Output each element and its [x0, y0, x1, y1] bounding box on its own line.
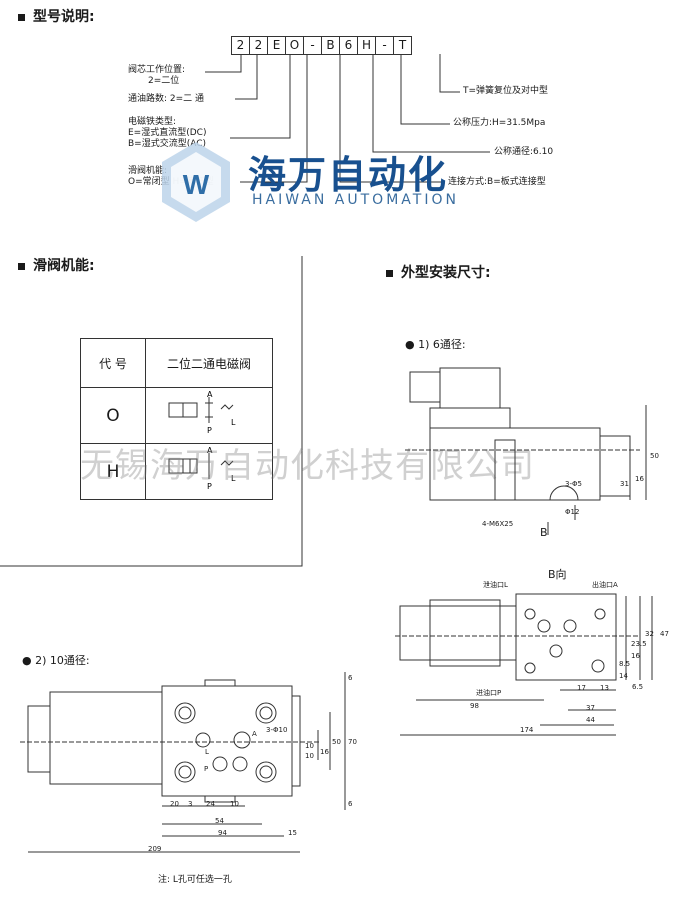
- dim10-d3: 3: [188, 800, 193, 808]
- square-bullet-icon: [18, 13, 25, 21]
- dim6-b-view: B向: [548, 568, 567, 581]
- dim6-d16: 16: [635, 475, 644, 483]
- label-spring: T=弹簧复位及对中型: [463, 86, 549, 96]
- dim6-b-dir: B: [540, 526, 548, 539]
- dim6-hole2: Φ12: [565, 508, 580, 516]
- section-title-dimensions-text: 外型安装尺寸:: [401, 265, 491, 281]
- table-cell-symbol-o: A P L: [145, 387, 273, 444]
- table-cell-symbol-h: A P L: [145, 443, 273, 500]
- dim10-title: ● 2) 10通径:: [22, 654, 90, 667]
- code-char: O: [285, 36, 304, 55]
- label-slide-function-values: O=常闭型 H=常开型: [128, 177, 214, 187]
- square-bullet-icon: [18, 262, 25, 270]
- port-l-text: L: [231, 418, 236, 427]
- dim10-d94: 94: [218, 829, 227, 837]
- dim10-d10a: 10: [305, 742, 314, 750]
- dim10-d209: 209: [148, 845, 162, 853]
- dim10-port-p: P: [204, 765, 209, 773]
- dim6-d47: 47: [660, 630, 669, 638]
- port-a-text: A: [207, 390, 213, 399]
- port-l-text: L: [231, 474, 236, 483]
- code-char: B: [321, 36, 340, 55]
- dim6-d235: 23.5: [631, 640, 647, 648]
- dim6-d14: 14: [619, 672, 628, 680]
- dim10-d10b: 10: [305, 752, 314, 760]
- watermark-brand-cn: 海万自动化: [248, 153, 449, 197]
- dim6-d16b: 16: [631, 652, 640, 660]
- table-cell-code-o: O: [80, 387, 146, 444]
- dim6-d44: 44: [586, 716, 595, 724]
- table-header-row: 代 号 二位二通电磁阀: [80, 338, 273, 388]
- dim6-d17: 17: [577, 684, 586, 692]
- dim6-d98: 98: [470, 702, 479, 710]
- dim6-d50: 50: [650, 452, 659, 460]
- label-solenoid-dc: E=湿式直流型(DC): [128, 128, 207, 138]
- code-char: 2: [231, 36, 250, 55]
- function-table: 代 号 二位二通电磁阀 O A P L H: [80, 338, 273, 500]
- section-title-dimensions: 外型安装尺寸:: [386, 262, 491, 282]
- dim10-d16: 16: [320, 748, 329, 756]
- dim10-port-l: L: [205, 748, 209, 756]
- section-title-function: 滑阀机能:: [18, 255, 95, 275]
- dim10-d20: 20: [170, 800, 179, 808]
- label-diameter: 公称通径:6.10: [494, 147, 554, 157]
- dim6-port-l: 泄油口L: [483, 581, 508, 589]
- port-p-text: P: [207, 426, 212, 435]
- label-connection: 连接方式:B=板式连接型: [448, 177, 546, 187]
- table-row: H A P L: [80, 443, 273, 500]
- code-char: 6: [339, 36, 358, 55]
- watermark-brand-en: HAIWAN AUTOMATION: [252, 192, 459, 208]
- label-pressure: 公称压力:H=31.5Mpa: [453, 118, 546, 128]
- dim10-d24: 24: [206, 800, 215, 808]
- port-a-text: A: [207, 446, 213, 455]
- dim6-d32: 32: [645, 630, 654, 638]
- dim6-bolt: 4-M6X25: [482, 520, 514, 528]
- dim10-d50: 50: [332, 738, 341, 746]
- dim10-d54: 54: [215, 817, 224, 825]
- dim10-d6a: 6: [348, 674, 353, 682]
- valve-symbol-h-icon: A P L: [168, 446, 236, 491]
- code-char: -: [303, 36, 322, 55]
- dim10-d10c: 10: [230, 800, 239, 808]
- label-solenoid-type: 电磁铁类型:: [128, 117, 177, 127]
- dim10-port-a: A: [252, 730, 257, 738]
- dim6-d37: 37: [586, 704, 595, 712]
- dim6-d174: 174: [520, 726, 534, 734]
- model-code: 2 2 E O - B 6 H - T: [231, 36, 412, 55]
- dim6-d65: 6.5: [632, 683, 644, 691]
- label-solenoid-ac: B=湿式交流型(AC): [128, 139, 207, 149]
- dim6-hole1: 3-Φ5: [565, 480, 582, 488]
- note-text: 注: L孔可任选一孔: [158, 875, 232, 885]
- code-char: E: [267, 36, 286, 55]
- square-bullet-icon: [386, 269, 393, 277]
- dim6-d31: 31: [620, 480, 629, 488]
- section-title-model-text: 型号说明:: [33, 9, 95, 25]
- dim10-d70: 70: [348, 738, 357, 746]
- dim10-d6b: 6: [348, 800, 353, 808]
- port-p-text: P: [207, 482, 212, 491]
- dim6-title: ● 1) 6通径:: [405, 338, 466, 351]
- section-title-model: 型号说明:: [18, 6, 95, 26]
- valve-symbol-o-icon: A P L: [168, 390, 236, 435]
- section-title-function-text: 滑阀机能:: [33, 258, 95, 274]
- code-char: 2: [249, 36, 268, 55]
- code-char: T: [393, 36, 412, 55]
- table-row: O A P L: [80, 387, 273, 444]
- dim6-d13: 13: [600, 684, 609, 692]
- dim6-port-a: 出油口A: [592, 581, 618, 589]
- dim10-hole: 3-Φ10: [266, 726, 288, 734]
- dim6-d85: 8.5: [619, 660, 631, 668]
- label-spool-position-value: 2=二位: [148, 76, 180, 86]
- code-char: -: [375, 36, 394, 55]
- label-ports: 通油路数: 2=二 通: [128, 94, 205, 104]
- watermark-company: 无锡海万自动化科技有限公司: [80, 446, 535, 486]
- code-char: H: [357, 36, 376, 55]
- dim6-port-p: 进油口P: [476, 689, 502, 697]
- dim10-d15: 15: [288, 829, 297, 837]
- table-header-code: 代 号: [80, 338, 146, 388]
- table-header-valve: 二位二通电磁阀: [145, 338, 273, 388]
- label-slide-function: 滑阀机能:: [128, 166, 168, 176]
- label-spool-position: 阀芯工作位置:: [128, 65, 186, 75]
